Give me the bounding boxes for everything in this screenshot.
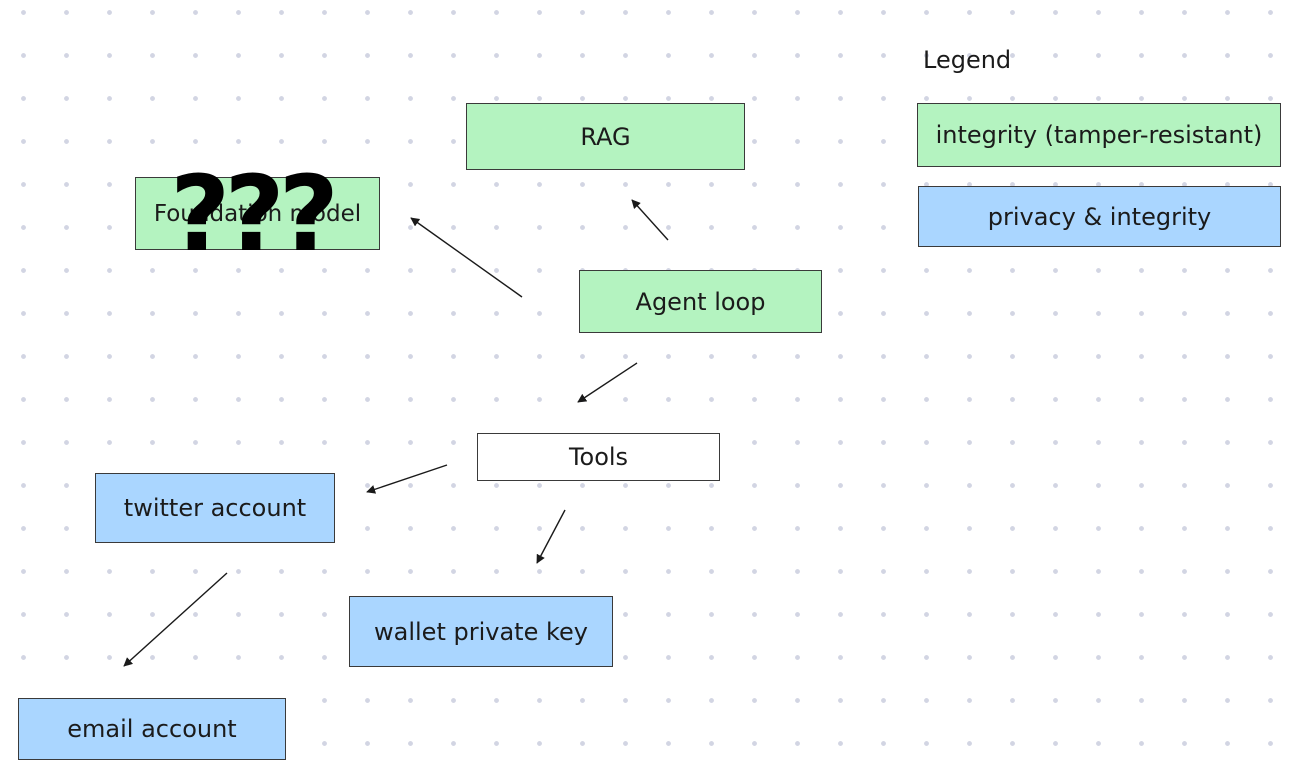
node-rag[interactable]: RAG [466, 103, 745, 170]
arrow-twitter-to-email [123, 572, 228, 667]
legend-title: Legend [923, 46, 1012, 74]
node-foundation-model[interactable]: Foundation model [135, 177, 380, 250]
arrow-tools-to-wallet [536, 509, 566, 564]
arrow-tools-to-twitter [366, 464, 448, 494]
node-email-account[interactable]: email account [18, 698, 286, 760]
arrow-agent-to-foundation-model [410, 217, 523, 298]
node-wallet-private-key[interactable]: wallet private key [349, 596, 613, 667]
node-agent-loop[interactable]: Agent loop [579, 270, 822, 333]
question-marks-overlay: ??? [170, 153, 339, 275]
node-tools[interactable]: Tools [477, 433, 720, 481]
arrow-agent-to-tools [577, 362, 638, 403]
node-twitter-account[interactable]: twitter account [95, 473, 335, 543]
legend-privacy: privacy & integrity [918, 186, 1281, 247]
legend-integrity: integrity (tamper-resistant) [917, 103, 1281, 167]
arrow-agent-to-rag [631, 199, 669, 241]
